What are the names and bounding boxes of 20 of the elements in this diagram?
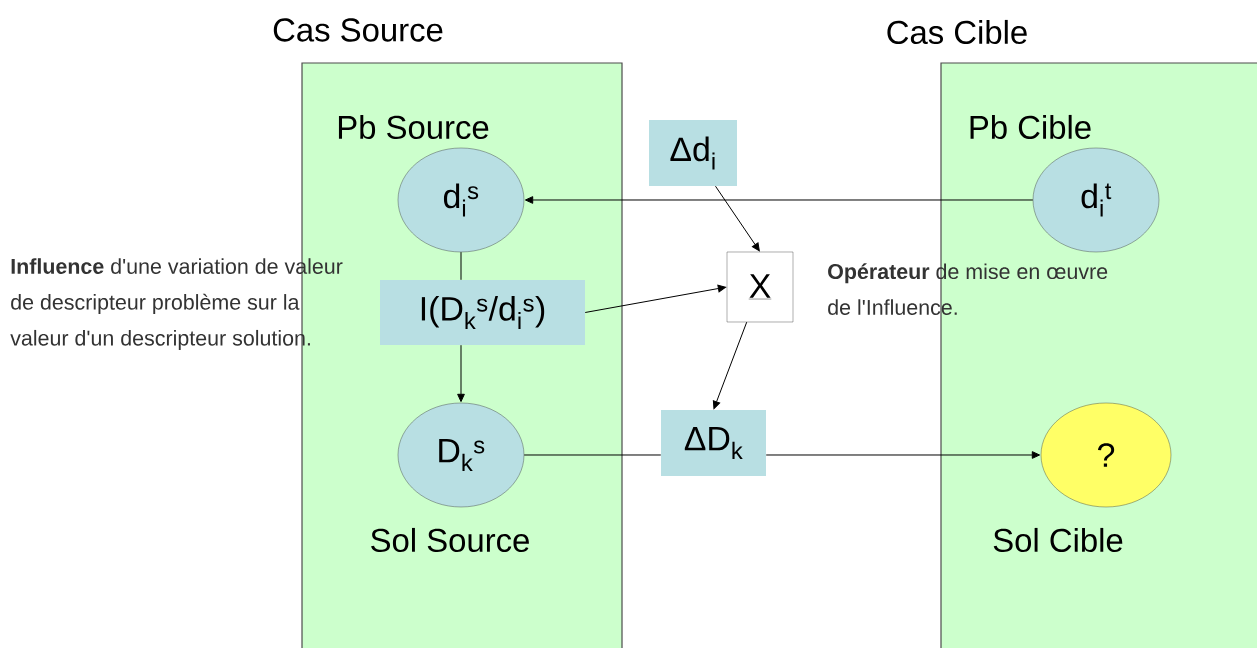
case-heading: Cas Source: [273, 18, 443, 42]
case-heading: Cas Cible: [887, 19, 1027, 45]
arrow: [715, 185, 760, 252]
operator-box: X: [726, 251, 794, 323]
ellipse-node: d$_{i}$t: [1032, 147, 1160, 253]
ellipse-node: D$_{k}$s: [397, 402, 525, 508]
panel-heading: Pb Source: [338, 114, 489, 140]
label-box: I(D$_{k}$$^{s}$/d$_{i}$$^{s}$): [380, 280, 585, 345]
panel-heading: Pb Cible: [970, 114, 1091, 140]
label-box: Δd$_{i}$: [649, 120, 737, 186]
arrow: [524, 196, 1034, 204]
arrow: [712, 321, 748, 410]
panel-heading: Sol Cible: [993, 527, 1123, 553]
ellipse-node: ?: [1040, 402, 1172, 508]
arrow: [584, 284, 727, 313]
panel-heading: Sol Source: [371, 527, 529, 553]
arrow: [765, 451, 1041, 459]
label-box: ΔD$_{k}$: [661, 410, 766, 476]
arrow: [457, 344, 465, 403]
ellipse-node: d$_{i}$s: [397, 147, 525, 253]
